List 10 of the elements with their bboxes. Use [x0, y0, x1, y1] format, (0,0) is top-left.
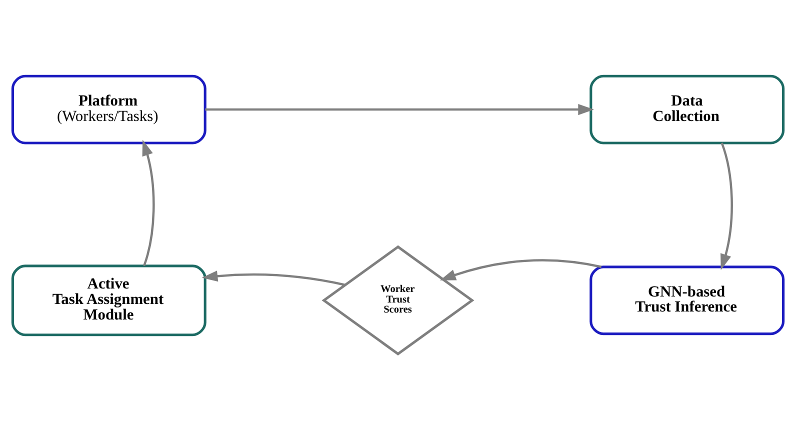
node-box: Data Collection: [590, 74, 785, 144]
node-box: Active Task Assignment Module: [11, 264, 206, 336]
arrow: [440, 258, 602, 280]
node-diamond: Worker Trust Scores: [322, 244, 474, 355]
arrow: [720, 142, 733, 270]
arrow: [142, 139, 155, 266]
node-box: Platform (Workers/Tasks): [11, 74, 206, 144]
arrow: [202, 270, 346, 286]
node-box: GNN-based Trust Inference: [590, 265, 785, 335]
arrow: [205, 104, 594, 115]
